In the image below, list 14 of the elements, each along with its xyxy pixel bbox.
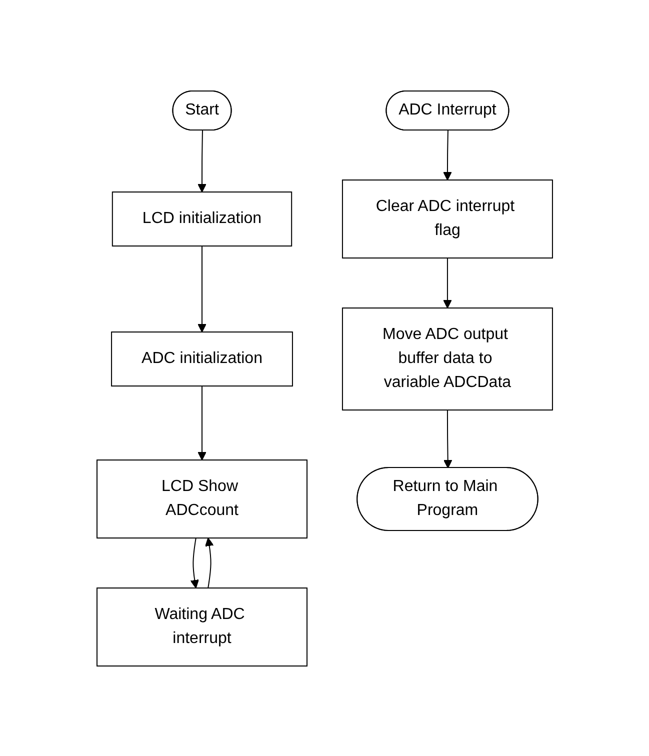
arrow (442, 130, 452, 180)
arrow (442, 257, 452, 308)
arrow (197, 245, 206, 332)
node-box: Waiting ADC interrupt (96, 587, 308, 666)
arrow (197, 130, 206, 192)
arrow (197, 385, 206, 460)
node-box: LCD initialization (112, 191, 292, 246)
arrow (204, 537, 214, 588)
arrow (190, 537, 199, 588)
node-box: LCD Show ADCcount (96, 459, 308, 538)
arrow (443, 409, 452, 468)
node-box: Move ADC output buffer data to variable ADCData (342, 307, 553, 410)
node-box: ADC initialization (110, 331, 293, 386)
node-box: Clear ADC interrupt flag (342, 179, 553, 258)
